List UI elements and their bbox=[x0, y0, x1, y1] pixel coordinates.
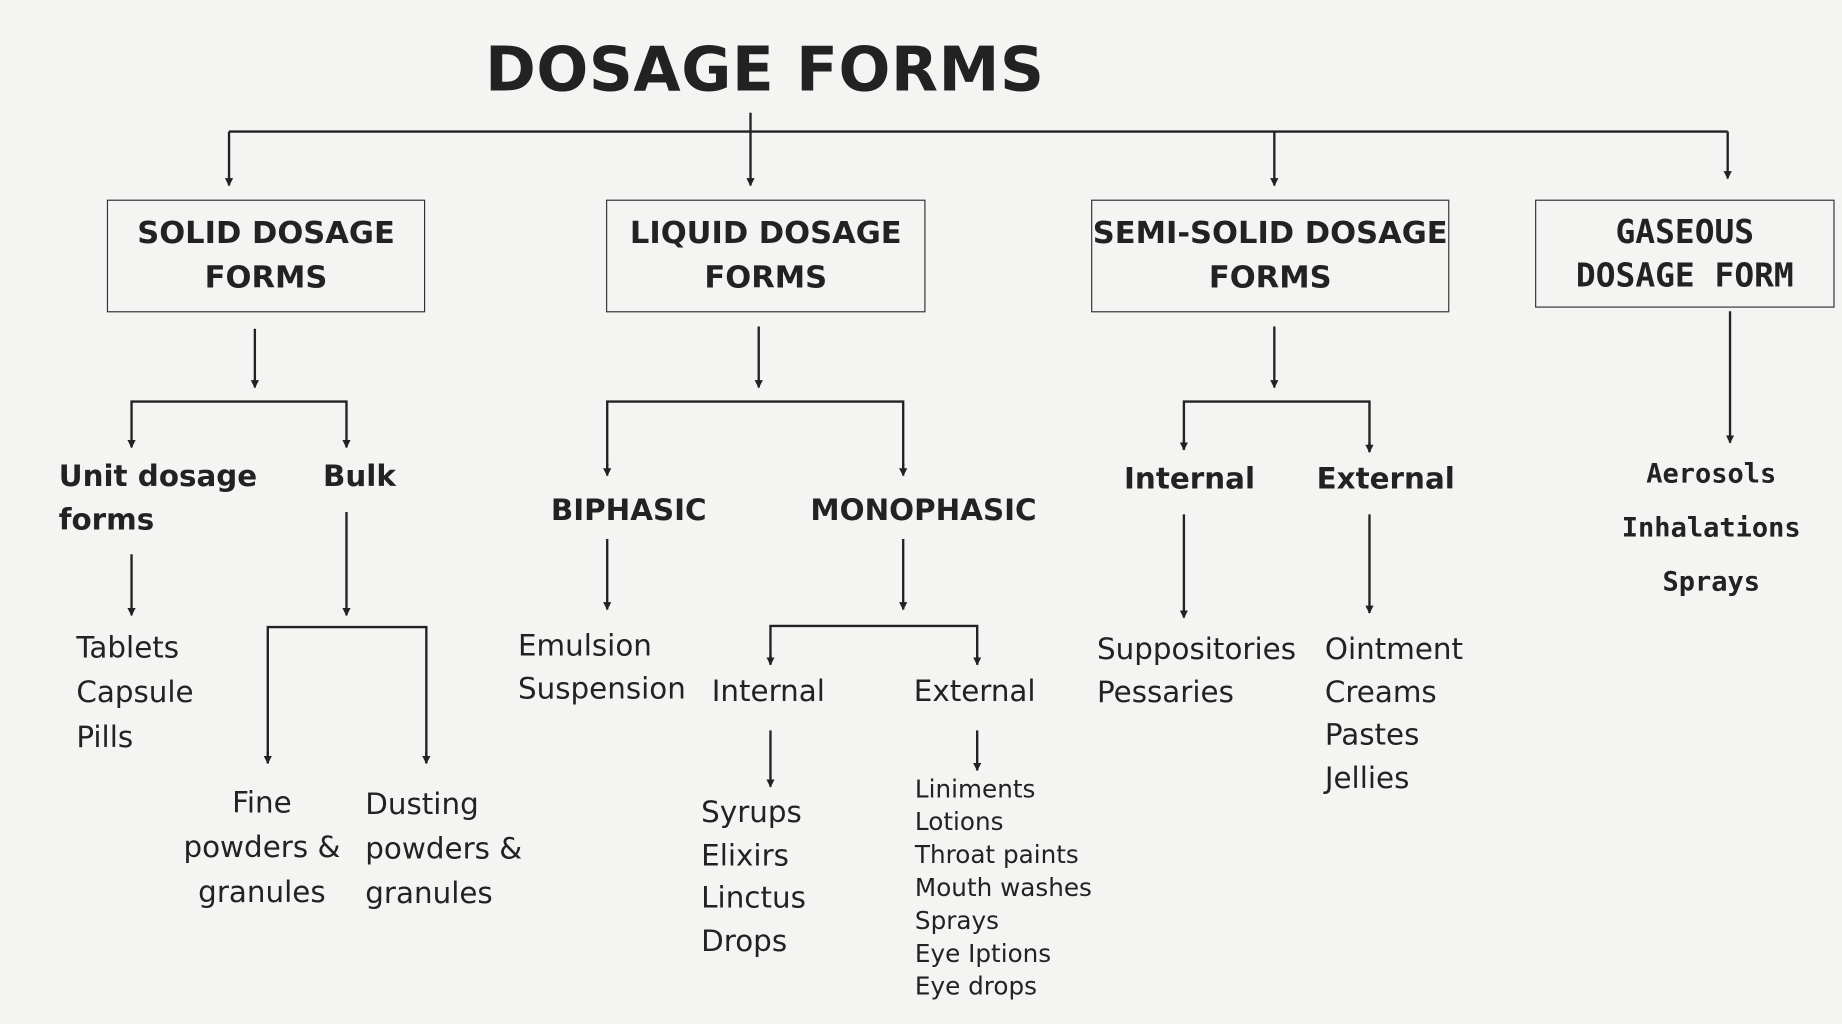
list-item: Creams bbox=[1324, 674, 1437, 709]
list-item: granules bbox=[198, 874, 326, 909]
list-item: Suppositories bbox=[1096, 631, 1297, 666]
list-item: Emulsion bbox=[517, 628, 652, 663]
unit-dosage-line2: forms bbox=[58, 502, 155, 537]
liquid-external-label: External bbox=[913, 674, 1036, 709]
list-item: Fine bbox=[232, 785, 292, 820]
list-item: Dusting bbox=[365, 786, 479, 821]
list-item: Suspension bbox=[517, 671, 686, 706]
unit-dosage-items: Tablets Capsule Pills bbox=[76, 626, 193, 760]
gaseous-dosage-form-box: GASEOUS DOSAGE FORM bbox=[1535, 199, 1835, 308]
list-item: Pessaries bbox=[1096, 675, 1234, 710]
list-item: Ointment bbox=[1324, 631, 1464, 666]
biphasic-label: BIPHASIC bbox=[550, 493, 707, 528]
list-item: Throat paints bbox=[914, 840, 1079, 869]
list-item: Sprays bbox=[1662, 567, 1761, 598]
liquid-box-line2: FORMS bbox=[704, 260, 828, 296]
bulk-label: Bulk bbox=[322, 459, 396, 494]
unit-dosage-line1: Unit dosage bbox=[58, 459, 258, 494]
liquid-dosage-forms-box: LIQUID DOSAGE FORMS bbox=[606, 199, 926, 313]
semisolid-box-line2: FORMS bbox=[1208, 260, 1332, 296]
list-item: powders & bbox=[365, 831, 523, 866]
list-item: Pills bbox=[76, 719, 134, 754]
list-item: Eye drops bbox=[914, 972, 1037, 1001]
liquid-internal-label: Internal bbox=[711, 674, 825, 709]
semisolid-external-items: Ointment Creams Pastes Jellies bbox=[1325, 628, 1463, 799]
dusting-powders-label: Dusting powders & granules bbox=[365, 782, 522, 916]
list-item: Pastes bbox=[1324, 717, 1420, 752]
semisolid-internal-label: Internal bbox=[1123, 461, 1256, 496]
list-item: Jellies bbox=[1324, 760, 1410, 795]
list-item: Mouth washes bbox=[914, 873, 1092, 902]
semisolid-box-line1: SEMI-SOLID DOSAGE bbox=[1092, 216, 1448, 252]
list-item: Aerosols bbox=[1646, 459, 1777, 490]
list-item: Inhalations bbox=[1621, 513, 1801, 544]
gaseous-box-line1: GASEOUS bbox=[1615, 212, 1755, 252]
liquid-internal-items: Syrups Elixirs Linctus Drops bbox=[701, 791, 806, 962]
gaseous-items: Aerosols Inhalations Sprays bbox=[1594, 447, 1829, 609]
fine-powders-label: Fine powders & granules bbox=[168, 781, 356, 915]
list-item: Tablets bbox=[76, 630, 180, 665]
semisolid-dosage-forms-box: SEMI-SOLID DOSAGE FORMS bbox=[1091, 199, 1450, 313]
gaseous-box-line2: DOSAGE FORM bbox=[1575, 255, 1794, 295]
list-item: Eye Iptions bbox=[914, 939, 1052, 968]
semisolid-internal-items: Suppositories Pessaries bbox=[1097, 627, 1296, 714]
unit-dosage-forms-label: Unit dosage forms bbox=[59, 454, 257, 541]
biphasic-items: Emulsion Suspension bbox=[518, 624, 686, 711]
solid-box-line1: SOLID DOSAGE bbox=[137, 216, 395, 252]
liquid-box-line1: LIQUID DOSAGE bbox=[629, 216, 902, 252]
list-item: Sprays bbox=[914, 906, 999, 935]
solid-box-line2: FORMS bbox=[204, 260, 328, 296]
list-item: Elixirs bbox=[701, 837, 789, 872]
list-item: Capsule bbox=[76, 675, 194, 710]
list-item: Lotions bbox=[914, 807, 1004, 837]
semisolid-external-label: External bbox=[1316, 461, 1455, 496]
diagram-title: DOSAGE FORMS bbox=[485, 35, 1045, 106]
list-item: Syrups bbox=[701, 795, 802, 830]
list-item: granules bbox=[365, 876, 493, 911]
list-item: Liniments bbox=[914, 775, 1036, 804]
list-item: Linctus bbox=[701, 880, 806, 915]
solid-dosage-forms-box: SOLID DOSAGE FORMS bbox=[106, 199, 426, 313]
monophasic-label: MONOPHASIC bbox=[810, 493, 1037, 528]
liquid-external-items: Liniments Lotions Throat paints Mouth wa… bbox=[915, 773, 1092, 1003]
list-item: powders & bbox=[183, 830, 341, 865]
list-item: Drops bbox=[701, 923, 788, 958]
